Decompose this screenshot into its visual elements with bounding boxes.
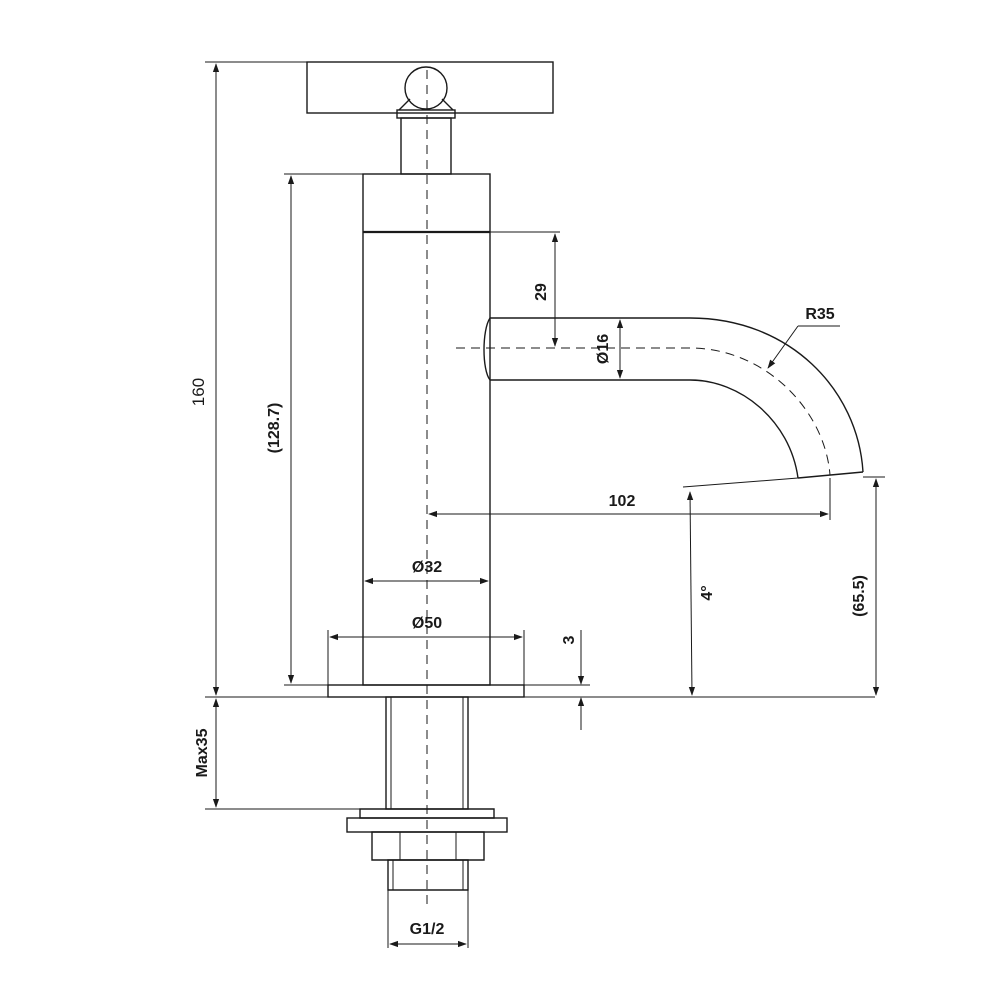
thread-end [387,859,469,891]
handle-bar [306,61,554,114]
label-bend-radius: R35 [805,306,834,323]
spout [456,317,864,479]
spout-centerline [456,347,831,476]
lock-nut [371,831,485,861]
label-spout-reach: 102 [609,493,636,510]
drawing-sheet [82,38,918,958]
label-body-height: (128.7) [266,403,283,454]
dimension-lines [212,63,880,948]
label-overall-height: 160 [189,378,208,406]
dimension-labels: 160 (128.7) 29 Ø16 R35 102 4° (65.5) Ø32… [189,283,868,938]
label-spout-height: (65.5) [851,575,868,617]
label-max-mount: Max35 [194,728,211,777]
base-flange [327,684,525,698]
dim-angle [686,491,696,696]
handle-stem [400,117,452,175]
shank-assembly [346,696,508,891]
handle-collar [396,109,456,119]
label-body-diameter: Ø32 [412,559,442,576]
cross-handle [306,61,554,175]
leader-radius [767,325,799,369]
label-spout-offset: 29 [533,283,550,301]
label-angle: 4° [699,585,716,600]
label-base-thickness: 3 [561,635,578,644]
extension-lines [205,61,885,948]
label-spout-diameter: Ø16 [595,334,612,364]
label-thread: G1/2 [410,921,445,938]
handle-hub [404,66,448,110]
label-base-diameter: Ø50 [412,615,442,632]
